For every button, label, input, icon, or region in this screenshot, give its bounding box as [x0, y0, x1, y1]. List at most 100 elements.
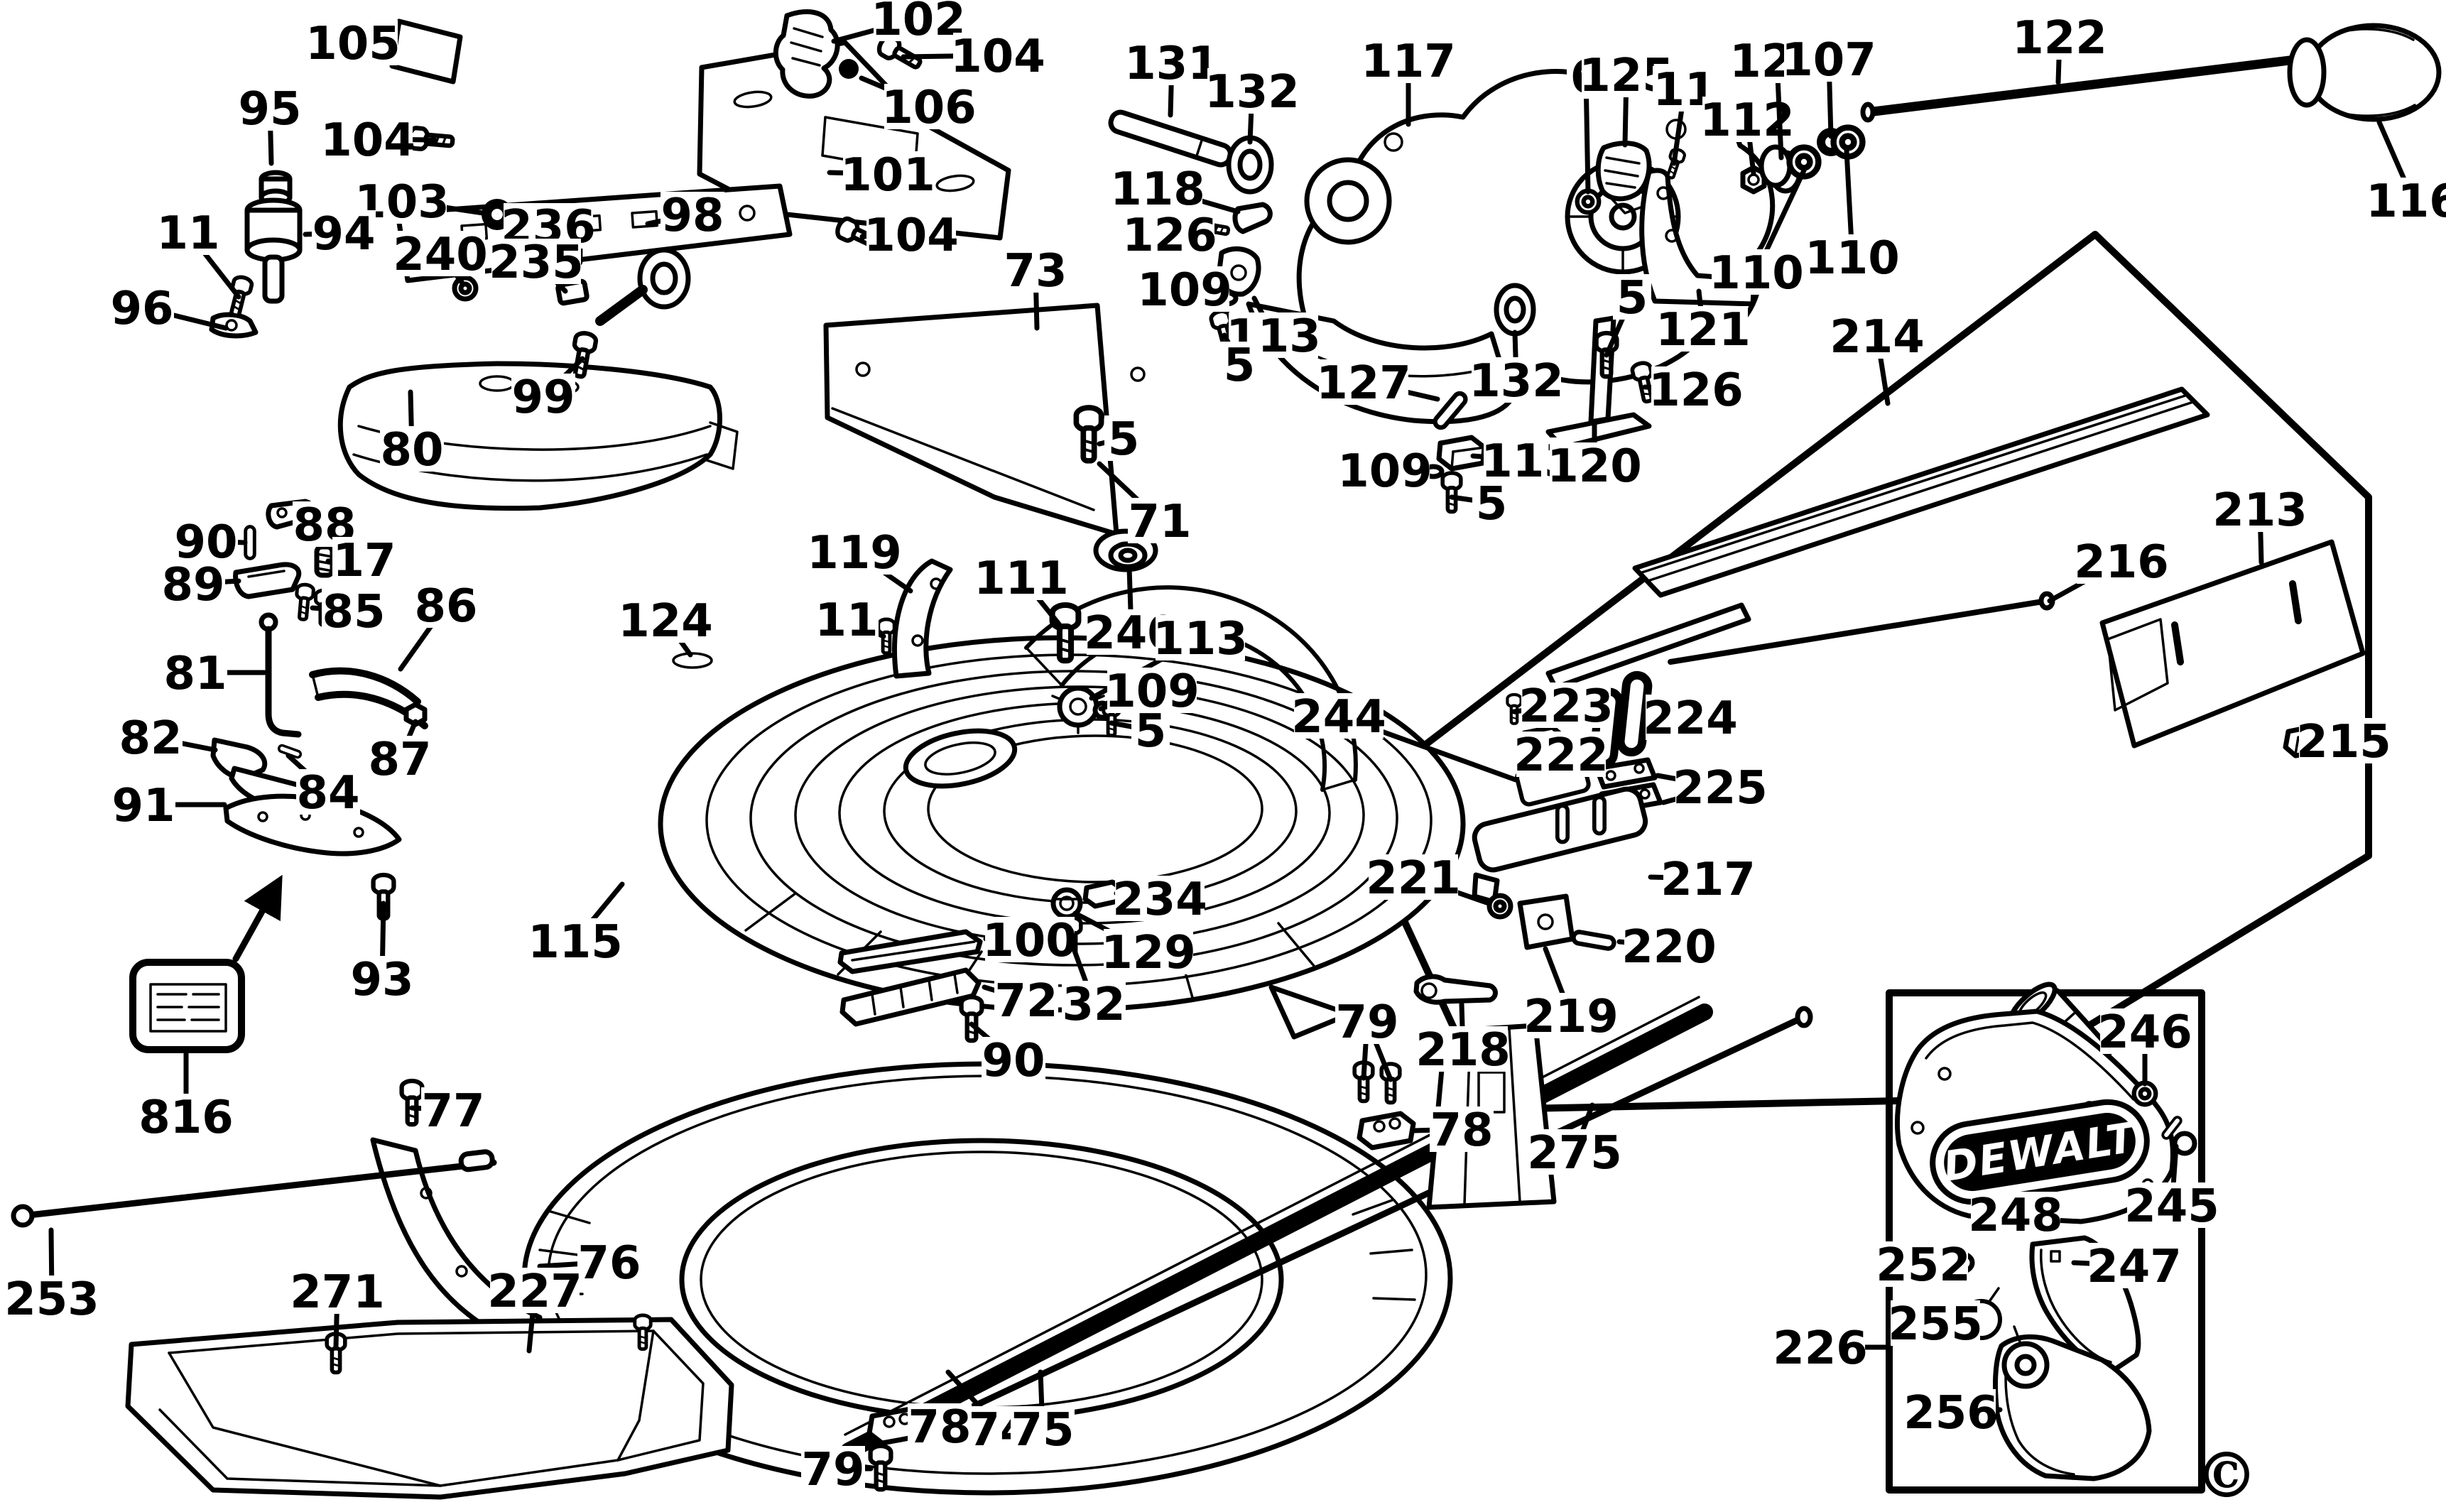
svg-text:215: 215 [2296, 716, 2391, 768]
svg-text:87: 87 [368, 734, 431, 786]
svg-text:98: 98 [661, 190, 724, 242]
callout-126: 126 [1642, 364, 1744, 417]
svg-text:219: 219 [1523, 991, 1619, 1043]
svg-text:95: 95 [238, 83, 301, 136]
callout-110: 110 [1805, 148, 1900, 285]
callout-107: 107 [1781, 34, 1876, 139]
svg-text:126: 126 [1122, 210, 1217, 262]
callout-32: 32 [1062, 940, 1126, 1031]
part-106-stop [839, 59, 859, 79]
callout-235: 235 [489, 236, 584, 294]
callout-132: 132 [1205, 66, 1300, 145]
svg-text:126: 126 [1648, 364, 1744, 417]
svg-text:5: 5 [1108, 413, 1140, 466]
callout-90: 90 [174, 516, 248, 569]
svg-text:109: 109 [1337, 445, 1433, 498]
callout-122: 122 [2012, 12, 2107, 85]
part-94-knob [244, 170, 303, 304]
callout-72: 72 [982, 975, 1058, 1028]
svg-text:102: 102 [871, 0, 966, 46]
part-125-latch [1595, 141, 1652, 214]
callout-255: 255 [1888, 1298, 1983, 1351]
svg-text:226: 226 [1773, 1322, 1868, 1375]
svg-text:214: 214 [1830, 311, 1925, 364]
callout-275: 275 [1527, 1102, 1622, 1180]
callout-101: 101 [827, 149, 935, 202]
callout-89: 89 [161, 559, 241, 611]
callout-226: 226 [1773, 1322, 1891, 1375]
svg-text:79: 79 [801, 1444, 864, 1496]
svg-text:256: 256 [1903, 1387, 1999, 1440]
callout-131: 131 [1124, 38, 1219, 118]
callout-220: 220 [1616, 921, 1717, 974]
svg-text:11: 11 [815, 594, 878, 647]
svg-text:78: 78 [1430, 1104, 1493, 1157]
svg-text:32: 32 [1062, 979, 1125, 1031]
svg-text:217: 217 [1660, 854, 1756, 906]
svg-text:129: 129 [1101, 927, 1196, 979]
svg-text:216: 216 [2074, 536, 2169, 589]
part-102-clamp [773, 9, 840, 99]
callout-93: 93 [350, 901, 414, 1006]
svg-text:90: 90 [982, 1035, 1045, 1087]
part-75-rod [913, 1006, 1813, 1437]
callout-219: 219 [1523, 946, 1619, 1043]
svg-text:82: 82 [119, 712, 182, 765]
svg-text:104: 104 [950, 31, 1045, 83]
part-121-bracket [1639, 168, 1757, 307]
callout-71: 71 [1097, 461, 1192, 548]
svg-text:107: 107 [1781, 34, 1876, 87]
svg-text:89: 89 [161, 559, 224, 611]
callout-99: 99 [511, 356, 585, 424]
copyright-mark: © [2195, 1438, 2258, 1512]
callout-95: 95 [238, 83, 302, 166]
svg-text:111: 111 [974, 553, 1069, 605]
callout-90: 90 [969, 1021, 1045, 1087]
svg-text:85: 85 [322, 586, 385, 638]
svg-text:132: 132 [1469, 355, 1564, 408]
callout-80: 80 [380, 389, 444, 477]
callout-216: 216 [2047, 536, 2169, 604]
callout-5: 5 [1604, 272, 1651, 358]
part-245-pin [2160, 1114, 2197, 1156]
part-116-knob [2287, 23, 2442, 122]
svg-text:119: 119 [807, 527, 902, 580]
svg-text:220: 220 [1621, 921, 1717, 974]
svg-text:76: 76 [577, 1237, 641, 1290]
callout-77: 77 [409, 1085, 485, 1138]
callout-124: 124 [618, 595, 713, 658]
callout-218: 218 [1415, 1001, 1511, 1077]
part-89-lever [233, 562, 302, 599]
callout-224: 224 [1643, 692, 1738, 745]
svg-text:105: 105 [305, 18, 401, 70]
callout-214: 214 [1830, 311, 1925, 406]
svg-text:84: 84 [296, 767, 359, 820]
svg-text:79: 79 [1335, 996, 1398, 1049]
svg-text:75: 75 [1011, 1404, 1074, 1457]
svg-text:5: 5 [1135, 705, 1167, 758]
callout-94: 94 [303, 208, 376, 261]
svg-text:17: 17 [332, 535, 396, 587]
part-132-washer-left [1226, 135, 1274, 195]
callout-5: 5 [1109, 705, 1170, 758]
svg-text:5: 5 [1476, 478, 1508, 531]
part-113-knob [1051, 685, 1105, 734]
svg-text:253: 253 [4, 1273, 99, 1326]
callout-87: 87 [368, 719, 432, 786]
part-227-dust-tray [125, 1317, 734, 1500]
callout-245: 245 [2124, 1143, 2219, 1233]
callout-86: 86 [398, 580, 478, 672]
callout-217: 217 [1648, 854, 1756, 906]
svg-text:234: 234 [1112, 874, 1207, 926]
part-213-fence-channel [2099, 539, 2366, 749]
part-81-rod [259, 612, 302, 738]
callout-116: 116 [2366, 119, 2446, 228]
callout-253: 253 [4, 1227, 99, 1326]
svg-text:121: 121 [1656, 304, 1751, 357]
svg-text:246: 246 [2097, 1006, 2192, 1059]
callout-73: 73 [1004, 245, 1067, 331]
svg-text:221: 221 [1366, 852, 1461, 905]
part-113-block [1436, 435, 1487, 472]
callout-84: 84 [286, 753, 360, 820]
svg-text:93: 93 [350, 954, 413, 1006]
